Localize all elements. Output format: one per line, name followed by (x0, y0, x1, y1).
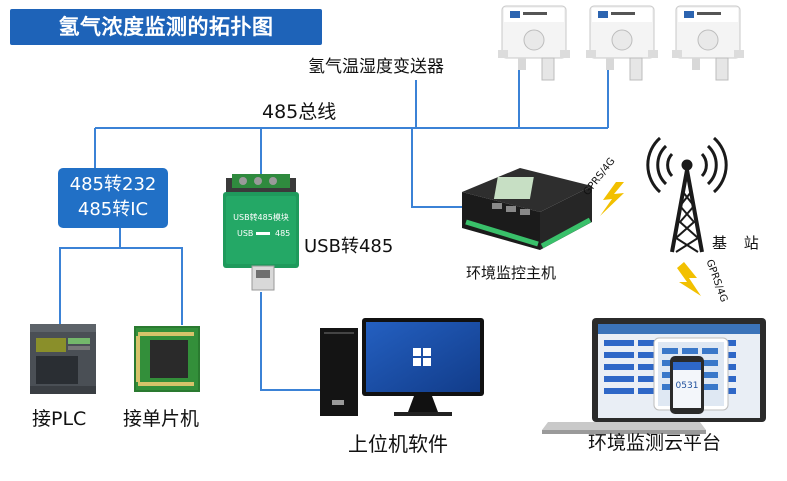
mcu-board (134, 326, 200, 392)
usb-module-right: 485 (275, 229, 290, 238)
gprs-lower-label: GPRS/4G (704, 258, 730, 304)
pc-wire (260, 292, 324, 391)
sensor-3 (672, 5, 744, 81)
cell-tower-icon (646, 136, 728, 253)
mcu-label: 接单片机 (123, 408, 200, 430)
sensors-label: 氢气温湿度变送器 (308, 57, 444, 77)
gprs-link-lower: GPRS/4G (677, 258, 729, 304)
converter-line-2: 485转IC (77, 199, 149, 220)
plc-label: 接PLC (32, 408, 87, 430)
sensor-1 (498, 5, 570, 81)
bus-wires (59, 70, 609, 391)
sensor-2 (586, 5, 658, 81)
desktop-pc (320, 318, 484, 416)
page-title: 氢气浓度监测的拓扑图 (10, 9, 322, 45)
host-label: 环境监控主机 (466, 264, 557, 282)
usb-module-left: USB (237, 229, 253, 238)
base-station-label: 基 站 (712, 234, 765, 252)
usb-485-module: USB转485模块 USB 485 (223, 174, 299, 291)
converter-line-1: 485转232 (69, 174, 157, 195)
plc-device (30, 324, 96, 394)
converter-box: 485转232 485转IC (58, 168, 168, 228)
software-label: 上位机软件 (348, 432, 448, 456)
bus-label: 485总线 (262, 101, 337, 123)
mcu-wire (120, 247, 183, 325)
cloud-label: 环境监测云平台 (588, 432, 722, 454)
usb-485-label: USB转485 (304, 236, 394, 257)
host-controller (462, 168, 592, 250)
host-wire (411, 128, 462, 208)
plc-wire (59, 228, 121, 325)
usb-module-title: USB转485模块 (233, 212, 289, 222)
tablet-number: 0531 (676, 381, 699, 391)
cloud-platform-devices: 0531 (542, 318, 766, 434)
